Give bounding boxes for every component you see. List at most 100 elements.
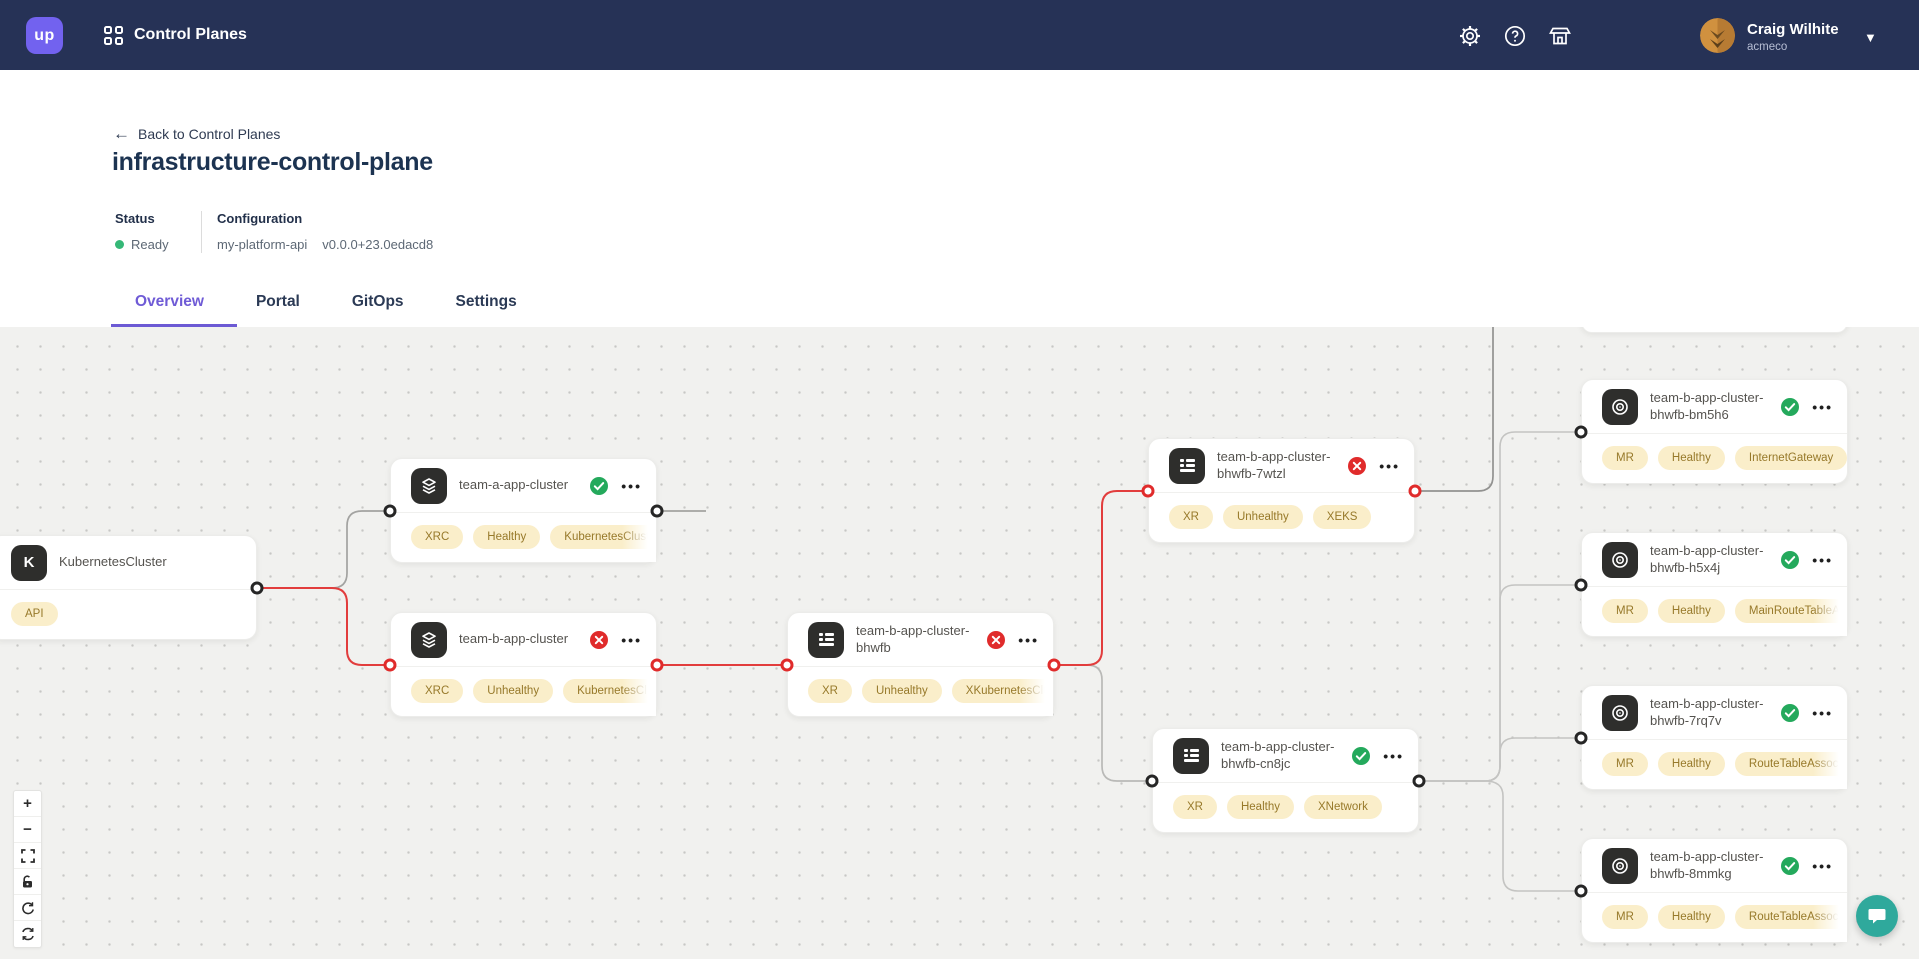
layers-icon	[411, 621, 447, 658]
node-menu-button[interactable]: •••	[1383, 747, 1404, 764]
chat-launcher-button[interactable]	[1856, 895, 1898, 937]
healthy-icon	[1781, 550, 1800, 569]
upbound-logo[interactable]: up	[26, 17, 63, 54]
edge-handle-error[interactable]	[650, 658, 664, 672]
apps-grid-icon[interactable]	[104, 26, 123, 45]
unhealthy-icon	[590, 630, 609, 649]
node-team-b-app-cluster-bhwfb-7wtzl[interactable]: team-b-app-cluster-bhwfb-7wtzl ••• XR Un…	[1148, 438, 1415, 543]
edge-handle-error[interactable]	[1141, 484, 1155, 498]
status-block: Status Ready	[115, 211, 169, 252]
configuration-name: my-platform-api	[217, 237, 308, 252]
managed-resource-icon	[1602, 694, 1638, 731]
lock-button[interactable]	[14, 869, 41, 895]
edge-handle-error[interactable]	[1408, 484, 1422, 498]
node-team-b-app-cluster-bhwfb-bm5h6[interactable]: team-b-app-cluster-bhwfb-bm5h6 ••• MR He…	[1581, 379, 1848, 484]
user-name[interactable]: Craig Wilhite	[1747, 21, 1839, 38]
badge: RouteTableAssociation	[1734, 752, 1847, 776]
edge-handle[interactable]	[250, 581, 264, 595]
node-menu-button[interactable]: •••	[621, 477, 642, 494]
edge-handle[interactable]	[1574, 578, 1588, 592]
edge-handle[interactable]	[1145, 774, 1159, 788]
managed-resource-icon	[1602, 847, 1638, 884]
badge: XKubernetesCluster	[951, 679, 1053, 703]
chat-icon	[1868, 909, 1886, 924]
edge-handle-error[interactable]	[1047, 658, 1061, 672]
resource-graph-canvas[interactable]: K KubernetesCluster API team-a-app-clust…	[0, 327, 1919, 959]
help-icon[interactable]	[1504, 25, 1526, 47]
node-menu-button[interactable]: •••	[1018, 631, 1039, 648]
rotate-button[interactable]	[14, 895, 41, 921]
avatar[interactable]	[1700, 18, 1735, 53]
node-title: team-b-app-cluster-bhwfb-h5x4j	[1650, 542, 1764, 575]
node-title: team-b-app-cluster-bhwfb-7rq7v	[1650, 695, 1764, 728]
tab-gitops[interactable]: GitOps	[351, 293, 404, 310]
badge: Healthy	[1657, 446, 1725, 470]
fit-view-button[interactable]	[14, 843, 41, 869]
marketplace-icon[interactable]	[1549, 25, 1571, 47]
edge-handle[interactable]	[1574, 731, 1588, 745]
node-title: team-b-app-cluster-bhwfb-cn8jc	[1221, 738, 1335, 771]
badge: XRC	[411, 679, 464, 703]
node-team-b-app-cluster[interactable]: team-b-app-cluster ••• XRC Unhealthy Kub…	[390, 612, 657, 717]
healthy-icon	[1781, 397, 1800, 416]
settings-gear-icon[interactable]	[1459, 25, 1481, 47]
composite-resource-icon	[1173, 737, 1209, 774]
node-title: team-b-app-cluster-bhwfb	[856, 622, 970, 655]
edge-handle[interactable]	[1574, 884, 1588, 898]
status-value: Ready	[131, 237, 169, 252]
edge-handle[interactable]	[1412, 774, 1426, 788]
configuration-block: Configuration my-platform-api v0.0.0+23.…	[217, 211, 433, 252]
node-team-b-app-cluster-bhwfb-h5x4j[interactable]: team-b-app-cluster-bhwfb-h5x4j ••• MR He…	[1581, 532, 1848, 637]
badge: XEKS	[1312, 505, 1372, 529]
edge-handle-error[interactable]	[780, 658, 794, 672]
node-menu-button[interactable]: •••	[1812, 857, 1833, 874]
zoom-out-button[interactable]: −	[14, 817, 41, 843]
chevron-down-icon[interactable]: ▼	[1864, 30, 1877, 45]
node-kubernetes-cluster[interactable]: K KubernetesCluster API	[0, 535, 257, 640]
badge: Healthy	[473, 525, 541, 549]
badge: KubernetesCluster	[563, 679, 656, 703]
tab-settings[interactable]: Settings	[455, 293, 517, 310]
node-title: team-b-app-cluster	[459, 631, 569, 647]
node-menu-button[interactable]: •••	[1812, 551, 1833, 568]
badge: XR	[808, 679, 852, 703]
layers-icon	[411, 467, 447, 504]
tab-portal[interactable]: Portal	[255, 293, 300, 310]
grid-cell	[104, 37, 112, 45]
managed-resource-icon	[1602, 388, 1638, 425]
node-title: team-a-app-cluster	[459, 477, 569, 493]
badge: RouteTableAssociation	[1734, 905, 1847, 929]
node-team-a-app-cluster[interactable]: team-a-app-cluster ••• XRC Healthy Kuber…	[390, 458, 657, 563]
edge-handle-error[interactable]	[383, 658, 397, 672]
edge-handle[interactable]	[650, 504, 664, 518]
edge-handle[interactable]	[383, 504, 397, 518]
zoom-in-button[interactable]: +	[14, 791, 41, 817]
badge: XNetwork	[1303, 795, 1382, 819]
app-title: Control Planes	[134, 26, 247, 43]
node-team-b-app-cluster-bhwfb-8mmkg[interactable]: team-b-app-cluster-bhwfb-8mmkg ••• MR He…	[1581, 838, 1848, 943]
node-menu-button[interactable]: •••	[621, 631, 642, 648]
badge: Healthy	[1226, 795, 1294, 819]
healthy-icon	[1781, 856, 1800, 875]
node-team-b-app-cluster-bhwfb-cn8jc[interactable]: team-b-app-cluster-bhwfb-cn8jc ••• XR He…	[1152, 728, 1419, 833]
edge-handle[interactable]	[1574, 425, 1588, 439]
unhealthy-icon	[987, 630, 1006, 649]
refresh-button[interactable]	[14, 921, 41, 947]
badge: KubernetesCluster	[550, 525, 656, 549]
node-card-offscreen-top[interactable]	[1581, 327, 1848, 333]
back-link[interactable]: ← Back to Control Planes	[113, 125, 280, 142]
node-menu-button[interactable]: •••	[1812, 398, 1833, 415]
badge: Unhealthy	[1222, 505, 1303, 529]
badge: MainRouteTableAssociation	[1734, 599, 1847, 623]
badge: MR	[1602, 446, 1648, 470]
tab-overview[interactable]: Overview	[135, 293, 204, 310]
node-team-b-app-cluster-bhwfb[interactable]: team-b-app-cluster-bhwfb ••• XR Unhealth…	[787, 612, 1054, 717]
node-team-b-app-cluster-bhwfb-7rq7v[interactable]: team-b-app-cluster-bhwfb-7rq7v ••• MR He…	[1581, 685, 1848, 790]
composite-resource-icon	[1169, 447, 1205, 484]
node-menu-button[interactable]: •••	[1812, 704, 1833, 721]
page-title: infrastructure-control-plane	[112, 148, 433, 176]
node-menu-button[interactable]: •••	[1379, 457, 1400, 474]
configuration-label: Configuration	[217, 211, 303, 226]
graph-edges	[257, 327, 1583, 892]
badge: XRC	[411, 525, 464, 549]
